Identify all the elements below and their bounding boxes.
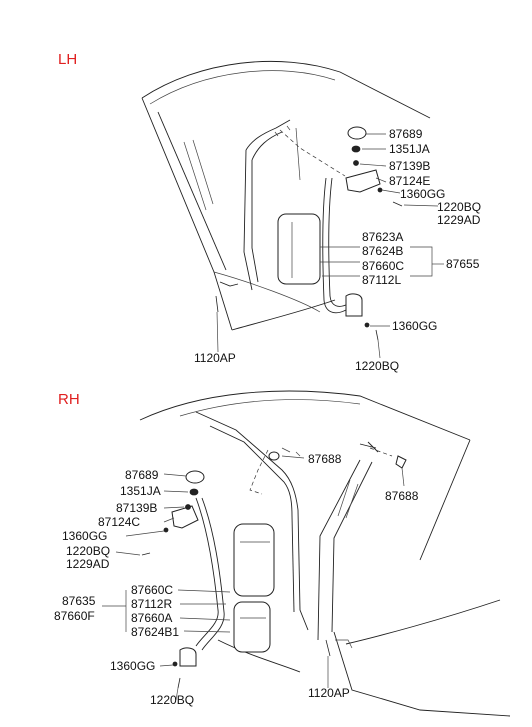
- lh-mirror-head: [277, 213, 321, 285]
- rh-plug-87688-b: [395, 455, 407, 469]
- rh-label-1120AP: 1120AP: [308, 686, 350, 700]
- rh-mirror-head-upper: [233, 523, 275, 597]
- lh-label-1220BQ-lower: 1220BQ: [355, 359, 399, 373]
- rh-screw-1360GG: [163, 527, 169, 533]
- lh-part-87139B: [353, 160, 359, 166]
- lh-label-87624B: 87624B: [362, 244, 403, 258]
- lh-section: LH: [58, 51, 481, 373]
- rh-label-87624B1: 87624B1: [131, 625, 179, 639]
- rh-mirror-head-lower: [233, 601, 271, 653]
- lh-label-87660C: 87660C: [362, 259, 404, 273]
- lh-screw-1360GG: [377, 187, 383, 193]
- lh-mirror-assembly: [215, 126, 403, 341]
- lh-label-1120AP: 1120AP: [194, 351, 236, 365]
- lh-label-1360GG: 1360GG: [400, 187, 445, 201]
- lh-label-87139B: 87139B: [389, 159, 430, 173]
- lh-cap-87689: [347, 126, 367, 140]
- rh-label-1220BQ-lower: 1220BQ: [150, 693, 194, 707]
- rh-label-87112R: 87112R: [131, 597, 172, 611]
- rh-label-87689: 87689: [125, 468, 159, 482]
- rh-cap-87689: [185, 470, 205, 484]
- rh-label-1360GG: 1360GG: [62, 529, 107, 543]
- rh-section-label: RH: [58, 391, 80, 408]
- rh-mirror-assembly: [141, 451, 407, 689]
- lh-part-labels: 87689 1351JA 87139B 87124E 1360GG 1220BQ…: [194, 127, 481, 373]
- lh-label-1229AD: 1229AD: [437, 213, 481, 227]
- rh-part-87139B: [185, 504, 191, 510]
- rh-label-1351JA: 1351JA: [120, 484, 161, 498]
- lh-washer-1351JA: [351, 145, 361, 153]
- rh-bolt-1220BQ: [141, 552, 151, 556]
- rh-label-87660C: 87660C: [131, 583, 173, 597]
- rh-label-87688-a: 87688: [308, 452, 342, 466]
- lh-label-87124E: 87124E: [389, 174, 430, 188]
- rh-lower-bracket: [179, 647, 197, 667]
- lh-label-87112L: 87112L: [362, 273, 401, 287]
- lh-label-1220BQ: 1220BQ: [437, 200, 481, 214]
- rh-bolt-1120AP: [325, 639, 331, 657]
- lh-leader-lines: [216, 133, 444, 359]
- rh-leader-lines: [102, 455, 405, 701]
- rh-section: RH: [54, 390, 511, 717]
- rh-washer-1351JA: [189, 488, 199, 496]
- rh-mirror-bracket: [171, 505, 199, 529]
- lh-label-87623A: 87623A: [362, 230, 403, 244]
- rh-label-87660F: 87660F: [54, 609, 95, 623]
- lh-screw-1360GG-lower: [364, 322, 370, 328]
- rh-bolt-1220BQ-lower: [177, 677, 181, 689]
- rh-label-1220BQ: 1220BQ: [66, 544, 110, 558]
- lh-section-label: LH: [58, 51, 77, 68]
- rh-part-labels: 87688 87688 87689 1351JA 87139B 87124C 1…: [54, 452, 419, 707]
- rh-label-87660A: 87660A: [131, 611, 172, 625]
- lh-bolt-1220BQ-lower: [375, 329, 379, 341]
- lh-label-87689: 87689: [389, 127, 423, 141]
- lh-label-1360GG-lower: 1360GG: [392, 319, 437, 333]
- lh-label-1351JA: 1351JA: [389, 142, 430, 156]
- lh-label-87655: 87655: [446, 257, 480, 271]
- rh-label-1360GG-lower: 1360GG: [110, 659, 155, 673]
- lh-bolt-1220BQ: [392, 201, 403, 207]
- rh-label-87139B: 87139B: [116, 501, 157, 515]
- rh-plug-87688-a: [268, 451, 280, 461]
- rh-label-87635: 87635: [62, 594, 96, 608]
- lh-bolt-1120AP: [215, 295, 219, 313]
- rh-screw-1360GG-lower: [172, 661, 178, 667]
- rh-label-87688-b: 87688: [385, 489, 419, 503]
- rh-vehicle-body-outline: [139, 390, 511, 717]
- rh-label-1229AD: 1229AD: [66, 557, 110, 571]
- lh-mirror-bracket: [345, 169, 381, 193]
- lh-lower-bracket: [345, 293, 363, 317]
- lh-vehicle-body-outline: [141, 60, 431, 331]
- rh-label-87124C: 87124C: [98, 515, 140, 529]
